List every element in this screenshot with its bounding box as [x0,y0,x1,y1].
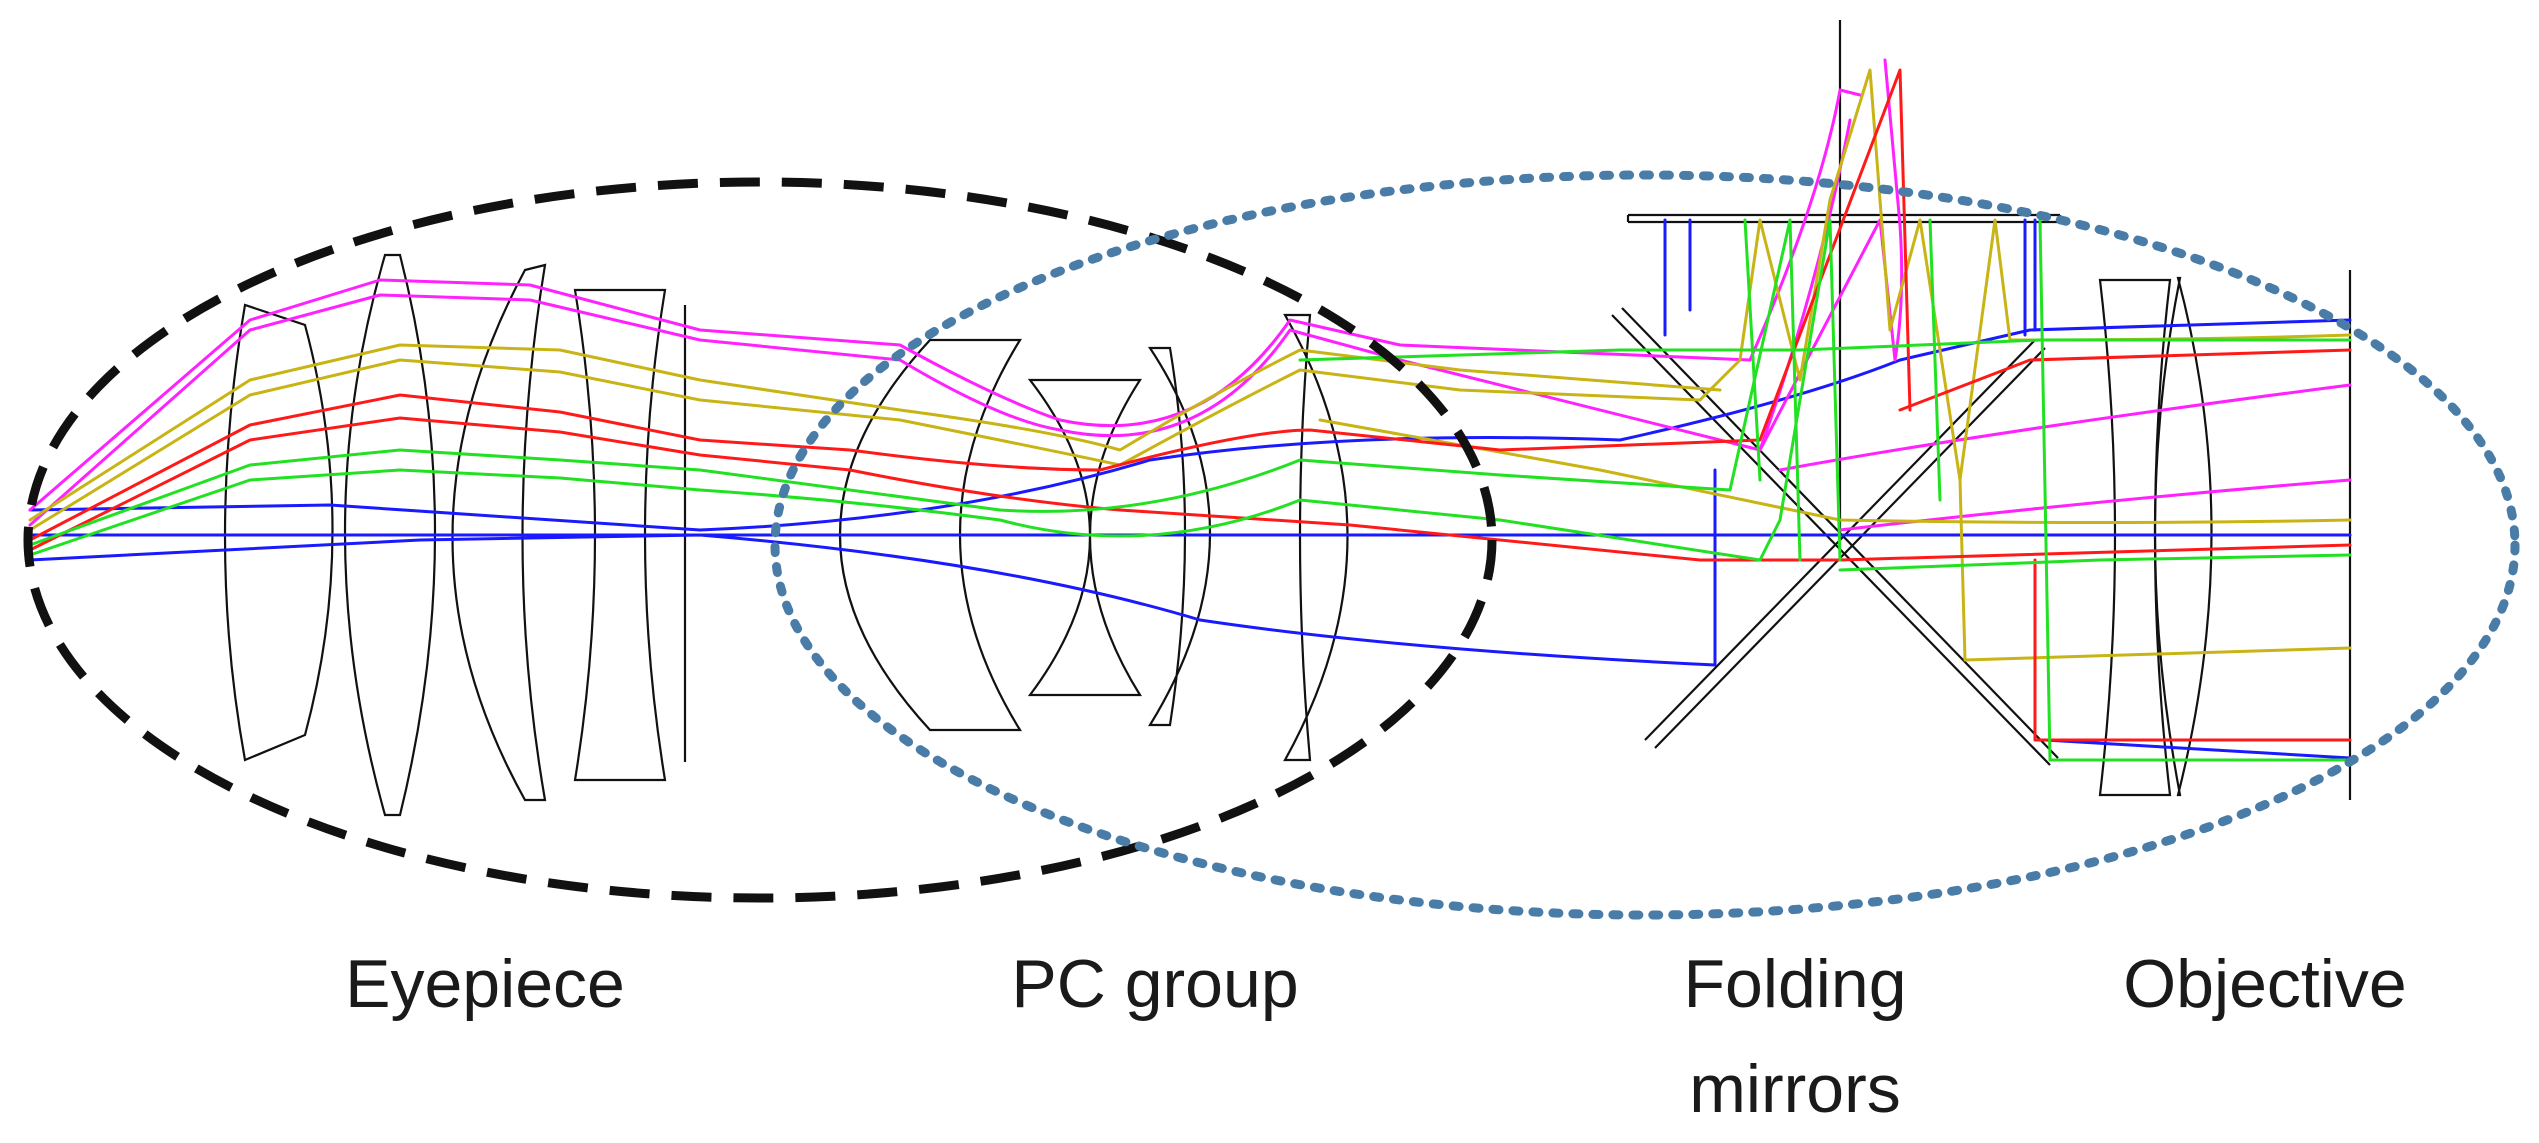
ray-green-2 [28,218,1842,562]
eyepiece-label-text: Eyepiece [345,946,625,1022]
ray-olive-3 [1698,68,2012,482]
ray-red-2 [28,416,2352,562]
ray-green-6 [1838,553,2352,572]
mirror-diagonal-2b [1654,347,2046,749]
eyepiece-label: Eyepiece [345,932,625,1037]
ray-bundle [28,58,2352,762]
pc-lens-1 [838,338,1022,732]
folding-mirrors-label-line2: mirrors [1689,1051,1901,1128]
objective-lens-1 [2098,278,2172,797]
eyepiece-lens-3 [451,263,547,802]
ray-green-4 [1298,338,2352,362]
ray-magenta-4 [1778,383,2352,472]
mirror-diagonal-1a [1611,314,2051,766]
ray-magenta-2 [28,118,1852,527]
ray-magenta-3 [1758,58,1904,452]
pc-group-label-text: PC group [1011,946,1299,1022]
ray-green-1 [28,218,1802,562]
folding-mirrors-label: Folding mirrors [1683,932,1906,1143]
ray-blue-5 [1663,218,2037,337]
ray-olive-5 [1318,418,2352,524]
ray-red-1 [28,68,1912,542]
eyepiece-lens-2 [343,253,437,817]
eyepiece-pc-group-dashed-ellipse [23,177,1497,903]
eyepiece-lens-1 [223,303,334,762]
ray-blue-2 [28,468,1717,667]
ray-olive-6 [1958,478,2352,662]
objective-lens-2 [2153,276,2213,797]
objective-label: Objective [2123,932,2406,1037]
folding-mirrors-label-line1: Folding [1683,946,1907,1022]
objective-label-text: Objective [2123,946,2407,1022]
ray-blue-6 [2043,738,2352,760]
ray-red-4 [2033,558,2352,742]
eyepiece-lens-4 [573,288,667,782]
ray-olive-2 [28,358,1702,532]
pc-group-lenses [838,313,1349,762]
ray-olive-1 [28,343,1722,522]
pc-group-label: PC group [1011,932,1298,1037]
ray-blue-3 [28,436,1622,532]
ray-red-3 [1898,348,2352,412]
pc-objective-dotted-ellipse [770,170,2520,920]
pc-lens-4 [1283,313,1349,762]
ray-green-5 [2038,218,2352,762]
